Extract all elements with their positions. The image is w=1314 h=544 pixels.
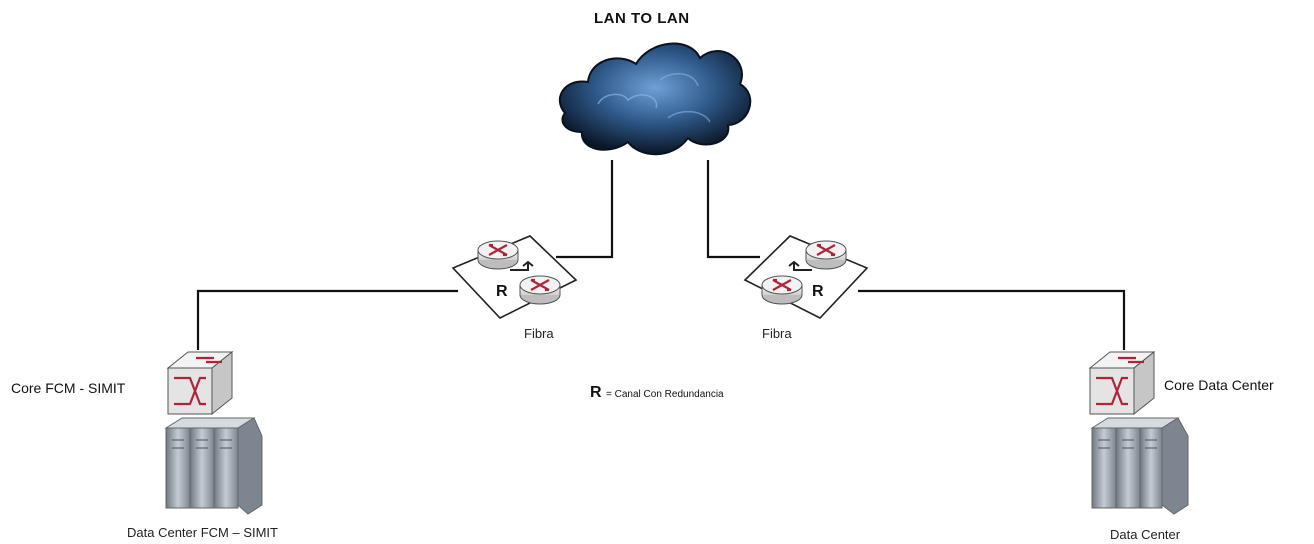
link-cloud-left xyxy=(556,160,614,259)
right-servers-label: Data Center xyxy=(1110,527,1181,542)
left-core-switch-icon xyxy=(166,350,234,416)
cloud-icon xyxy=(559,42,752,156)
router-icon xyxy=(804,239,848,271)
redundancy-arrow-icon xyxy=(788,260,812,271)
link-right-switch xyxy=(858,289,1126,350)
left-switch-label: Core FCM - SIMIT xyxy=(11,380,126,396)
link-left-switch xyxy=(196,289,458,350)
right-router-badge: R xyxy=(812,283,824,300)
left-router-pair xyxy=(451,235,578,319)
right-switch-label: Core Data Center xyxy=(1164,377,1274,393)
right-core-switch-icon xyxy=(1088,350,1156,416)
legend: R = Canal Con Redundancia xyxy=(590,384,724,402)
right-router-pair xyxy=(743,235,869,319)
router-icon xyxy=(476,239,520,271)
legend-key: R xyxy=(590,384,602,401)
left-router-label: Fibra xyxy=(524,326,554,341)
link-cloud-right xyxy=(706,160,760,259)
router-icon xyxy=(518,274,562,306)
left-server-rack-icon xyxy=(164,417,263,515)
right-router-label: Fibra xyxy=(762,326,792,341)
links xyxy=(196,160,1126,350)
left-servers-label: Data Center FCM – SIMIT xyxy=(127,525,278,540)
diagram-title: LAN TO LAN xyxy=(594,10,690,27)
redundancy-arrow-icon xyxy=(510,260,534,271)
legend-text: = Canal Con Redundancia xyxy=(606,389,724,400)
router-icon xyxy=(760,274,804,306)
left-router-badge: R xyxy=(496,283,508,300)
right-server-rack-icon xyxy=(1090,417,1189,515)
